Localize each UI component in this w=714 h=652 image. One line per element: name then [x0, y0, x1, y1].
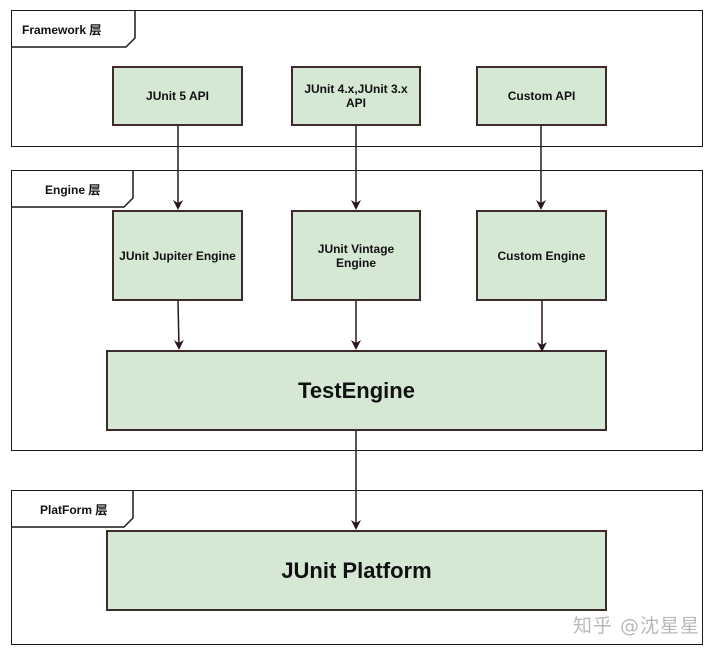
jupiter-engine-node: JUnit Jupiter Engine — [112, 210, 243, 301]
platform-layer-label: PlatForm 层 — [40, 502, 108, 517]
junit4-api-node: JUnit 4.x,JUnit 3.x API — [291, 66, 421, 126]
engine-layer-tab-outline — [12, 171, 134, 208]
junit5-api-node: JUnit 5 API — [112, 66, 243, 126]
framework-layer-tab-outline — [12, 11, 136, 48]
watermark: 知乎 @沈星星 — [572, 615, 700, 637]
framework-layer-label: Framework 层 — [22, 22, 102, 37]
custom-api-node: Custom API — [476, 66, 607, 126]
platform-layer-tab-outline — [12, 491, 134, 528]
vintage-engine-node: JUnit Vintage Engine — [291, 210, 421, 301]
junit-platform-node: JUnit Platform — [106, 530, 607, 611]
test-engine-node: TestEngine — [106, 350, 607, 431]
custom-engine-node: Custom Engine — [476, 210, 607, 301]
engine-layer-label: Engine 层 — [45, 182, 101, 197]
